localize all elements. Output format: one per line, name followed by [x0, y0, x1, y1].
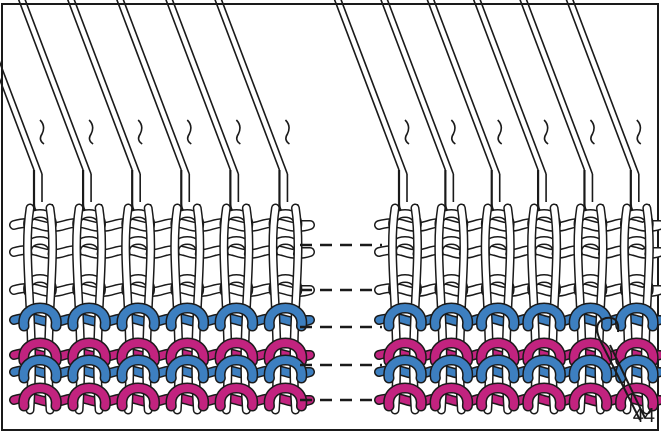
left-needle-panel	[0, 0, 310, 410]
needle-5	[160, 0, 248, 214]
needle-4	[468, 0, 556, 214]
needle-3	[62, 0, 150, 214]
needle-1	[0, 0, 52, 214]
needle-4	[111, 0, 199, 214]
needle-5	[514, 0, 602, 214]
course-row-3	[14, 288, 310, 292]
needle-2	[13, 0, 101, 214]
right-needle-panel	[329, 0, 660, 420]
needle-2	[375, 0, 463, 214]
course-row-2	[14, 250, 310, 254]
needle-1	[329, 0, 417, 214]
course-row-1	[14, 223, 310, 227]
figure-number: 44	[633, 405, 655, 428]
needle-6	[561, 0, 649, 214]
needle-6	[209, 0, 297, 214]
needle-3	[422, 0, 510, 214]
